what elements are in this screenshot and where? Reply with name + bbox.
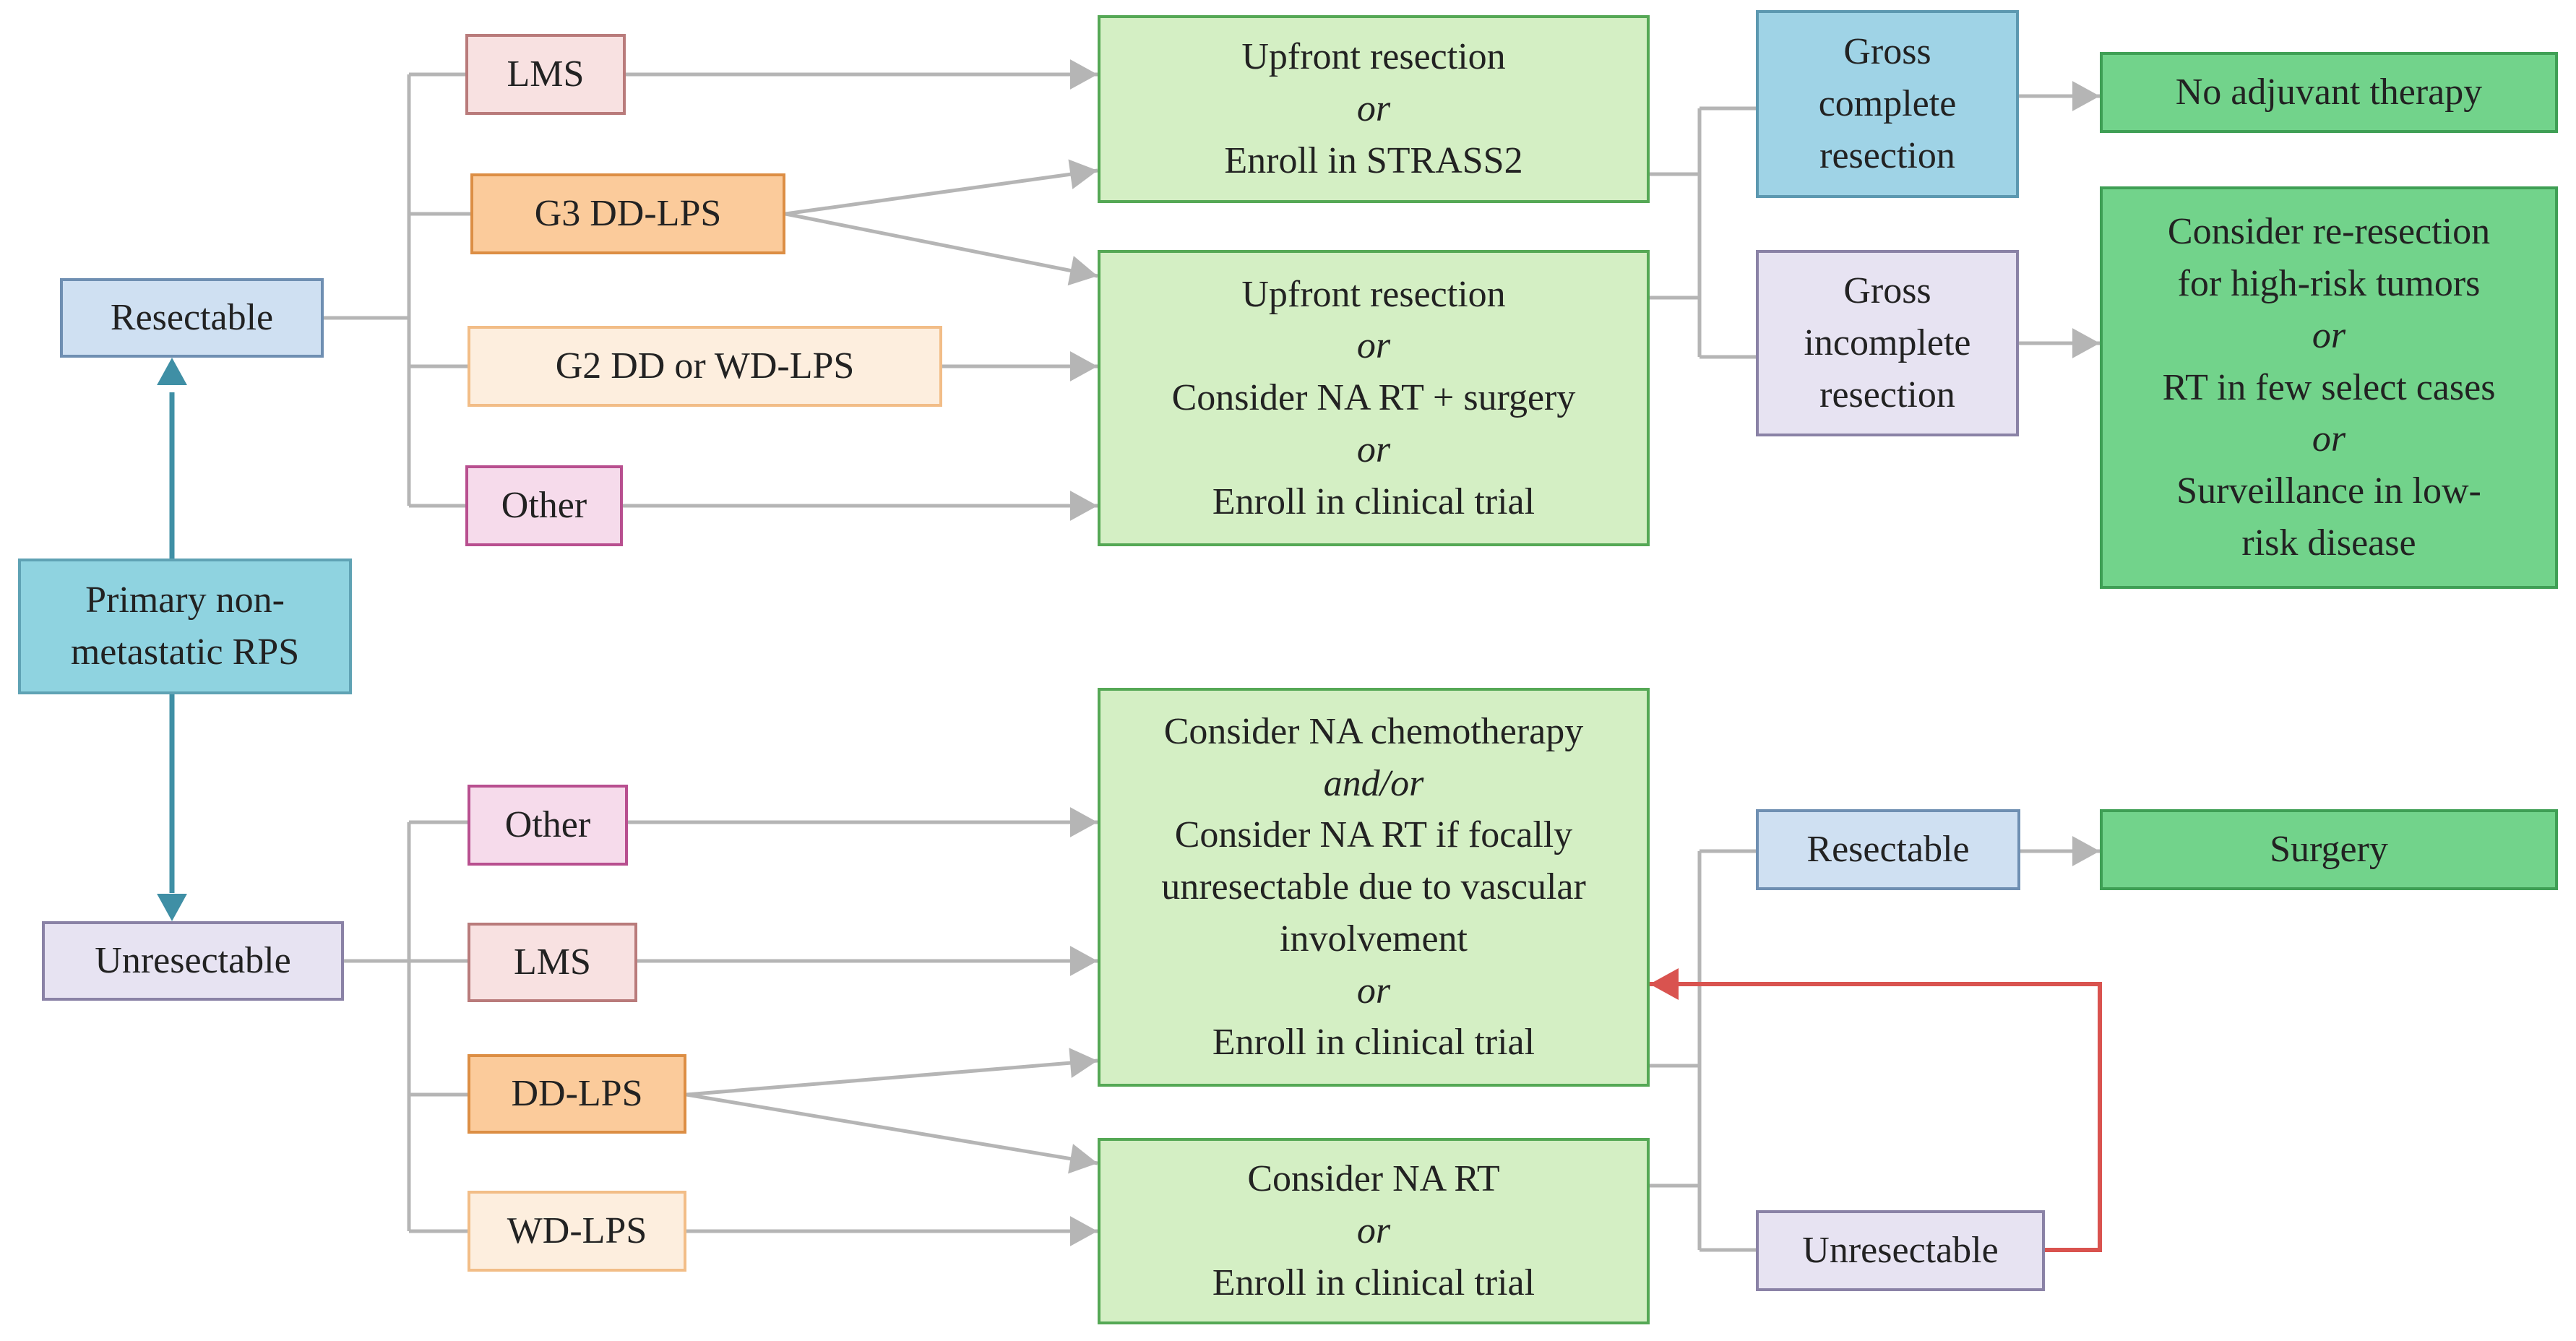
node-text-line: or [1356, 88, 1391, 130]
node-unresectable: Unresectable [42, 921, 344, 1001]
edge-g2-to-upfront2-head [1070, 351, 1098, 381]
node-text-line: Enroll in clinical trial [1212, 1022, 1535, 1064]
node-text-line: Gross [1843, 270, 1931, 312]
node-unresectable-2: Unresectable [1756, 1210, 2045, 1291]
node-text-line: WD-LPS [507, 1210, 647, 1252]
node-consider-reresection: Consider re-resection for high-risk tumor… [2100, 186, 2558, 589]
node-text-line: Primary non- [85, 579, 285, 621]
edge-g3-to-upfront1 [785, 168, 1098, 216]
node-other-bottom: Other [468, 785, 628, 866]
edge-incomplete-to-reresection-head [2072, 328, 2100, 358]
node-dd-lps: DD-LPS [468, 1054, 686, 1134]
edge-ddlps-to-na-rt-head [1068, 1144, 1098, 1174]
node-no-adjuvant: No adjuvant therapy [2100, 52, 2558, 133]
node-text-line: G2 DD or WD-LPS [555, 345, 855, 387]
node-text-line: Consider NA RT if focally [1174, 814, 1573, 856]
edge-complete-to-no-adjuvant-head [2072, 81, 2100, 111]
node-text-line: Enroll in STRASS2 [1224, 139, 1523, 181]
node-text-line: RT in few select cases [2162, 366, 2496, 408]
edge-unresectable2-loopback-head [1650, 968, 1679, 1000]
edge-g3-to-upfront1-head [1068, 159, 1098, 189]
node-text-line: Unresectable [95, 940, 291, 982]
node-text-line: incomplete [1804, 322, 1971, 364]
node-resectable-2: Resectable [1756, 809, 2020, 890]
edge-lms-to-chemo-head [1070, 946, 1098, 976]
node-text-line: Surveillance in low- [2176, 470, 2481, 512]
node-g3-dd-lps: G3 DD-LPS [470, 173, 785, 254]
node-text-line: Upfront resection [1241, 273, 1506, 315]
node-text-line: or [2312, 314, 2346, 356]
edge-wdlps-to-na-rt-head [1070, 1216, 1098, 1246]
node-text-line: Resectable [110, 297, 274, 339]
edge-unresectable2-loopback [1650, 982, 2102, 1252]
node-text-line: for high-risk tumors [2177, 263, 2481, 305]
node-primary: Primary non-metastatic RPS [18, 559, 352, 694]
edge-ddlps-to-na-rt [686, 1092, 1098, 1165]
edge-ddlps-to-chemo-head [1069, 1048, 1098, 1078]
node-text-line: or [1356, 428, 1391, 470]
node-text-line: involvement [1280, 918, 1468, 960]
node-text-line: Enroll in clinical trial [1212, 480, 1535, 522]
node-text-line: G3 DD-LPS [534, 193, 722, 235]
node-lms-top: LMS [465, 34, 626, 115]
node-text-line: No adjuvant therapy [2175, 72, 2483, 113]
edge-other-to-upfront2-head [1070, 491, 1098, 521]
node-surgery: Surgery [2100, 809, 2558, 890]
node-other-top: Other [465, 465, 623, 546]
edge-lms-to-upfront1-head [1070, 59, 1098, 90]
node-text-line: metastatic RPS [70, 631, 300, 673]
node-text-line: resection [1819, 374, 1955, 415]
node-text-line: risk disease [2241, 522, 2416, 564]
node-text-line: unresectable due to vascular [1161, 866, 1586, 908]
node-gross-complete: Gross complete resection [1756, 10, 2019, 198]
node-text-line: or [1356, 970, 1391, 1012]
node-text-line: Consider re-resection [2167, 211, 2491, 253]
node-g2-dd-wd-lps: G2 DD or WD-LPS [468, 326, 942, 407]
node-text-line: or [1356, 1210, 1391, 1252]
node-text-line: Upfront resection [1241, 36, 1506, 78]
edge-g3-to-upfront2 [785, 212, 1098, 278]
edge-other-to-chemo-head [1070, 807, 1098, 837]
node-text-line: LMS [514, 941, 591, 983]
arrowhead-to-unresectable [157, 894, 187, 921]
node-text-line: Other [501, 485, 587, 527]
arrowhead-to-resectable [157, 358, 187, 385]
node-text-line: Consider NA RT [1247, 1158, 1500, 1200]
node-text-line: Resectable [1806, 829, 1970, 871]
node-text-line: Other [504, 804, 591, 846]
node-text-line: LMS [507, 53, 585, 95]
node-resectable: Resectable [60, 278, 324, 358]
node-text-line: DD-LPS [511, 1073, 643, 1115]
node-text-line: Gross [1843, 31, 1931, 73]
node-text-line: Unresectable [1802, 1230, 1999, 1272]
node-text-line: or [1356, 325, 1391, 367]
edge-g3-to-upfront2-head [1067, 256, 1098, 286]
node-text-line: Consider NA chemotherapy [1163, 710, 1584, 752]
edge-resectable2-to-surgery-head [2072, 836, 2100, 866]
node-text-line: Consider NA RT + surgery [1171, 377, 1576, 419]
node-text-line: Enroll in clinical trial [1212, 1262, 1535, 1303]
node-text-line: Surgery [2270, 829, 2388, 871]
edge-ddlps-to-chemo [686, 1058, 1098, 1097]
node-text-line: resection [1819, 134, 1955, 176]
node-text-line: and/or [1323, 762, 1424, 804]
node-text-line: complete [1818, 83, 1957, 125]
node-lms-bottom: LMS [468, 923, 637, 1002]
node-gross-incomplete: Gross incomplete resection [1756, 250, 2019, 436]
node-text-line: or [2312, 418, 2346, 460]
node-wd-lps: WD-LPS [468, 1191, 686, 1272]
